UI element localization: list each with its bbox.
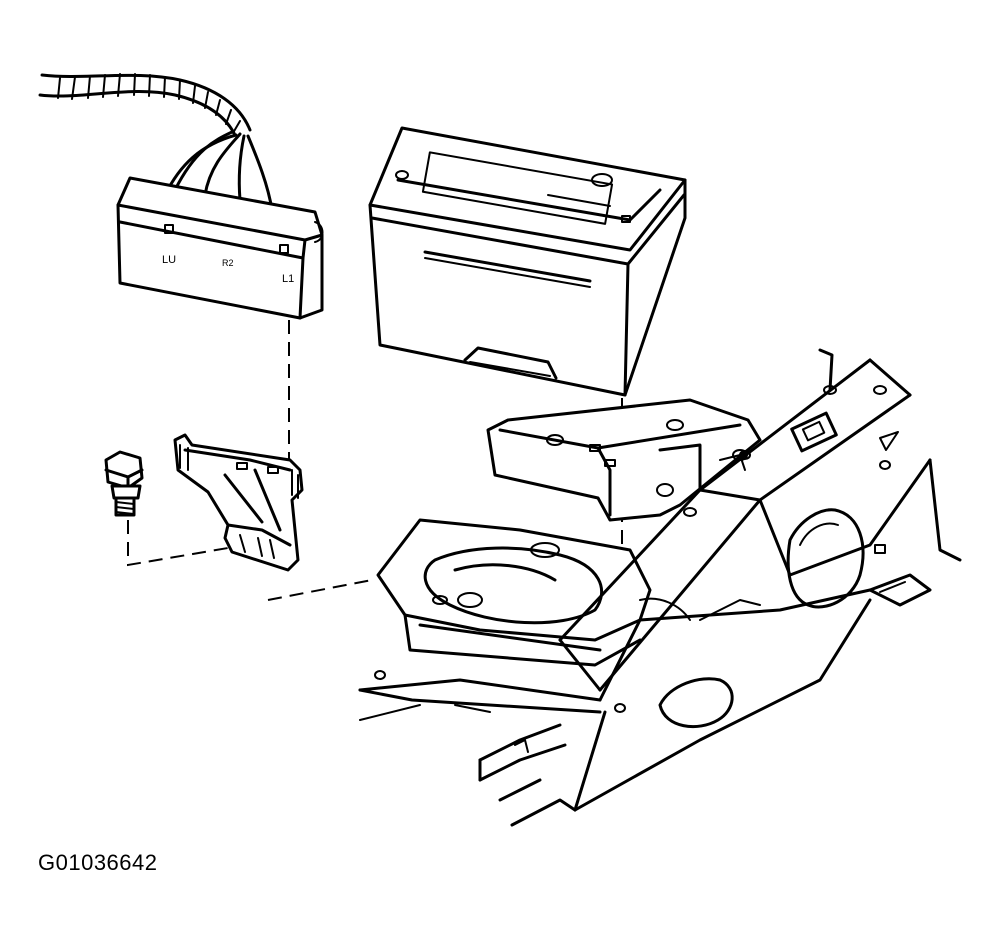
relay-block-icon: LU R2 L1 [116,176,324,320]
battery-tray-icon [376,398,762,667]
bolt-icon [104,450,144,517]
vehicle-frame-icon [358,348,962,827]
relay-label-r2: R2 [222,258,234,268]
battery-icon [368,126,687,397]
relay-label-l1: L1 [282,273,294,285]
relay-bracket-icon [173,433,304,572]
figure-code: G01036642 [38,850,158,875]
relay-label-lu: LU [162,254,176,266]
